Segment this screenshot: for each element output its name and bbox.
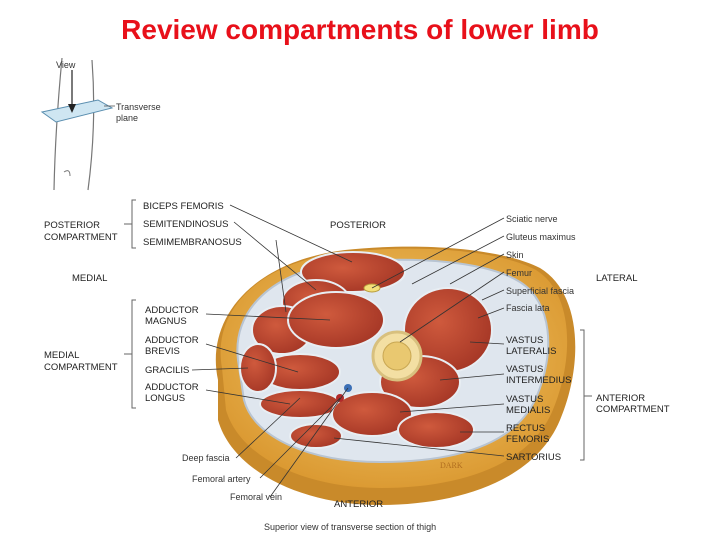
anterior-compartment-bracket <box>580 329 585 461</box>
superficial-fascia-label: Superficial fascia <box>506 286 574 296</box>
gracilis-label: GRACILIS <box>145 365 189 376</box>
biceps-femoris-label: BICEPS FEMORIS <box>143 201 224 212</box>
rectus-femoris-muscle <box>397 411 475 449</box>
vastus-intermedius-label-2: INTERMEDIUS <box>506 375 571 386</box>
adductor-magnus-label-1: ADDUCTOR <box>145 305 199 316</box>
adductor-longus-label-1: ADDUCTOR <box>145 382 199 393</box>
figure-caption: Superior view of transverse section of t… <box>264 522 436 532</box>
vastus-medialis-label-1: VASTUS <box>506 394 543 405</box>
svg-text:DARK: DARK <box>440 461 463 470</box>
vastus-lateralis-label-2: LATERALIS <box>506 346 557 357</box>
deep-fascia-label: Deep fascia <box>182 453 230 463</box>
semimembranosus-label: SEMIMEMBRANOSUS <box>143 237 242 248</box>
leader-lines <box>191 204 505 498</box>
brackets <box>124 199 592 461</box>
sartorius-muscle <box>289 423 343 449</box>
inset-plane-label-1: Transverse <box>116 102 161 112</box>
posterior-compartment-label-1: POSTERIOR <box>44 220 100 231</box>
gluteus-maximus-label: Gluteus maximus <box>506 232 576 242</box>
inset-view-label: View <box>56 60 76 70</box>
lateral-orientation-label: LATERAL <box>596 273 638 284</box>
adductor-longus-muscle <box>259 389 341 419</box>
anterior-compartment-label-2: COMPARTMENT <box>596 404 670 415</box>
rectus-femoris-label-1: RECTUS <box>506 423 545 434</box>
posterior-orientation-label: POSTERIOR <box>330 220 386 231</box>
posterior-compartment-label-2: COMPARTMENT <box>44 232 118 243</box>
transverse-plane-icon <box>40 99 114 123</box>
vastus-medialis-label-2: MEDIALIS <box>506 405 550 416</box>
medial-compartment-label-1: MEDIAL <box>44 350 79 361</box>
anterior-orientation-label: ANTERIOR <box>334 499 383 510</box>
adductor-brevis-label-1: ADDUCTOR <box>145 335 199 346</box>
fascia-lata-label: Fascia lata <box>506 303 550 313</box>
vastus-lateralis-label-1: VASTUS <box>506 335 543 346</box>
vastus-medialis-muscle <box>331 391 413 437</box>
adductor-magnus-label-2: MAGNUS <box>145 316 187 327</box>
medial-orientation-label: MEDIAL <box>72 273 107 284</box>
thigh-cross-section: DARK <box>215 246 576 506</box>
anterior-compartment-label-1: ANTERIOR <box>596 393 645 404</box>
medial-compartment-bracket <box>131 299 136 409</box>
posterior-compartment-bracket <box>131 199 136 249</box>
femur-label: Femur <box>506 268 532 278</box>
semitendinosus-label: SEMITENDINOSUS <box>143 219 229 230</box>
adductor-longus-label-2: LONGUS <box>145 393 185 404</box>
page-title: Review compartments of lower limb <box>121 14 599 45</box>
sciatic-nerve-label: Sciatic nerve <box>506 214 558 224</box>
inset-plane-label-2: plane <box>116 113 138 123</box>
medial-compartment-label-2: COMPARTMENT <box>44 362 118 373</box>
sartorius-label: SARTORIUS <box>506 452 561 463</box>
adductor-brevis-label-2: BREVIS <box>145 346 180 357</box>
rectus-femoris-label-2: FEMORIS <box>506 434 549 445</box>
femoral-vein-label: Femoral vein <box>230 492 282 502</box>
vastus-intermedius-label-1: VASTUS <box>506 364 543 375</box>
femoral-artery-label: Femoral artery <box>192 474 251 484</box>
inset-leg-diagram: View Transverse plane <box>40 57 161 191</box>
adductor-magnus-muscle <box>287 291 385 349</box>
skin-label: Skin <box>506 250 524 260</box>
